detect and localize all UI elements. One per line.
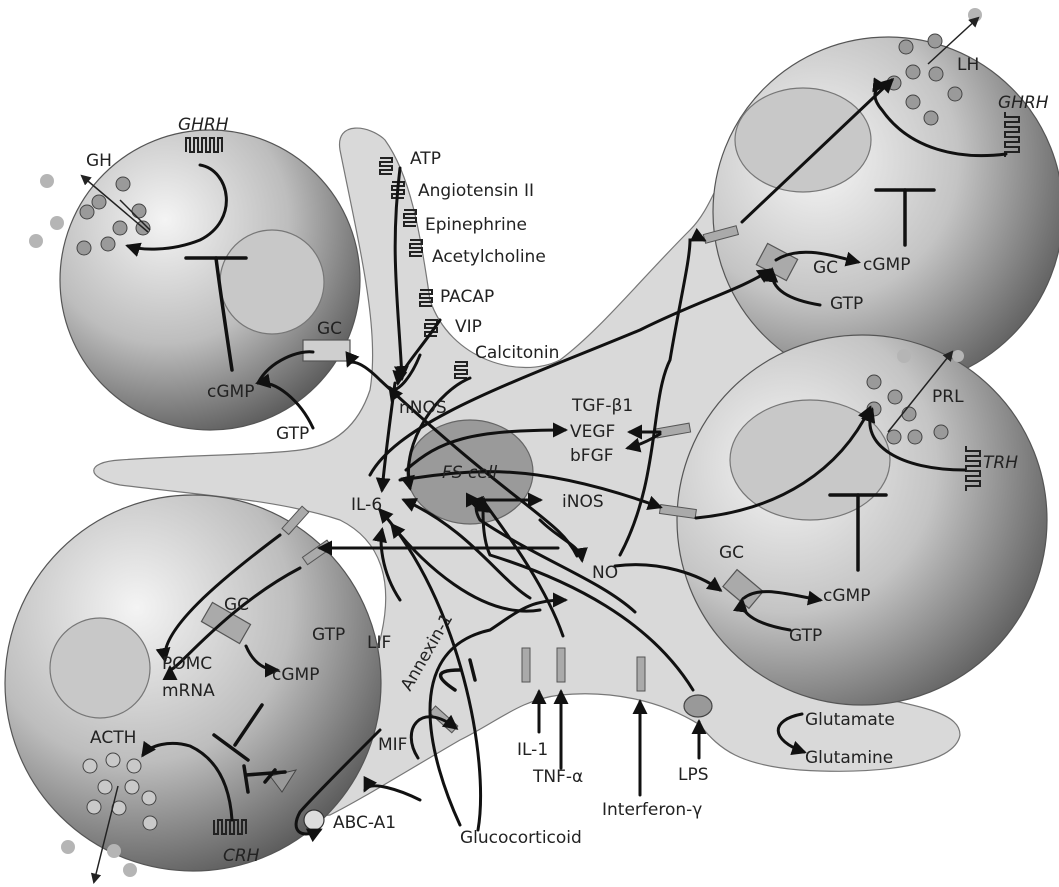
label-ghrh-right: GHRH — [998, 93, 1049, 113]
label-il6: IL-6 — [351, 495, 382, 515]
label-bfgf: bFGF — [570, 446, 614, 466]
label-acetylcholine: Acetylcholine — [432, 247, 546, 267]
label-tgfb1: TGF-β1 — [571, 396, 633, 416]
abca1-transporter — [304, 810, 324, 830]
label-gtp-gh: GTP — [276, 424, 309, 444]
label-gc-prl: GC — [719, 543, 744, 563]
label-gtp-acth: GTP — [312, 625, 345, 645]
gh-cell-nucleus — [220, 230, 324, 334]
label-no: NO — [592, 563, 618, 583]
label-epinephrine: Epinephrine — [425, 215, 527, 235]
label-atp: ATP — [410, 149, 441, 169]
gh-released-granules — [29, 174, 64, 248]
label-calcitonin: Calcitonin — [475, 343, 559, 363]
lactotroph-cell — [677, 335, 1047, 705]
lps-receptor — [684, 695, 712, 717]
label-fs-cell: FS cell — [442, 463, 498, 483]
label-crh: CRH — [223, 846, 260, 866]
label-gtp-lh: GTP — [830, 294, 863, 314]
label-mrna: mRNA — [162, 681, 215, 701]
label-gh: GH — [86, 151, 112, 171]
label-nnos: nNOS — [399, 398, 447, 418]
label-interferon: Interferon-γ — [602, 800, 702, 820]
label-vip: VIP — [455, 317, 482, 337]
label-mif: MIF — [378, 735, 407, 755]
label-angiotensin: Angiotensin II — [418, 181, 534, 201]
label-glutamate: Glutamate — [805, 710, 895, 730]
label-abca1: ABC-A1 — [333, 813, 396, 833]
label-cgmp-gh: cGMP — [207, 382, 254, 402]
label-gc-acth: GC — [224, 595, 249, 615]
label-cgmp-prl: cGMP — [823, 586, 870, 606]
label-lif: LIF — [367, 633, 391, 653]
label-glucocorticoid: Glucocorticoid — [460, 828, 582, 848]
label-gc-gh: GC — [317, 319, 342, 339]
label-gc-lh: GC — [813, 258, 838, 278]
gonadotroph-cell — [713, 37, 1059, 387]
label-gtp-prl: GTP — [789, 626, 822, 646]
receptor-crh — [214, 820, 246, 834]
label-vegf: VEGF — [570, 422, 615, 442]
label-prl: PRL — [932, 387, 964, 407]
label-cgmp-lh: cGMP — [863, 255, 910, 275]
label-inos: iNOS — [562, 492, 604, 512]
label-lps: LPS — [678, 765, 709, 785]
label-il1: IL-1 — [517, 740, 548, 760]
acth-cell-nucleus — [50, 618, 150, 718]
label-lh: LH — [957, 55, 979, 75]
label-pomc: POMC — [162, 654, 212, 674]
label-acth: ACTH — [90, 728, 136, 748]
label-cgmp-acth: cGMP — [272, 665, 319, 685]
label-ghrh-left: GHRH — [178, 115, 229, 135]
label-glutamine: Glutamine — [805, 748, 893, 768]
label-trh: TRH — [983, 453, 1018, 473]
lh-cell-nucleus — [735, 88, 871, 192]
label-tnfa: TNF-α — [532, 767, 583, 787]
label-pacap: PACAP — [440, 287, 494, 307]
